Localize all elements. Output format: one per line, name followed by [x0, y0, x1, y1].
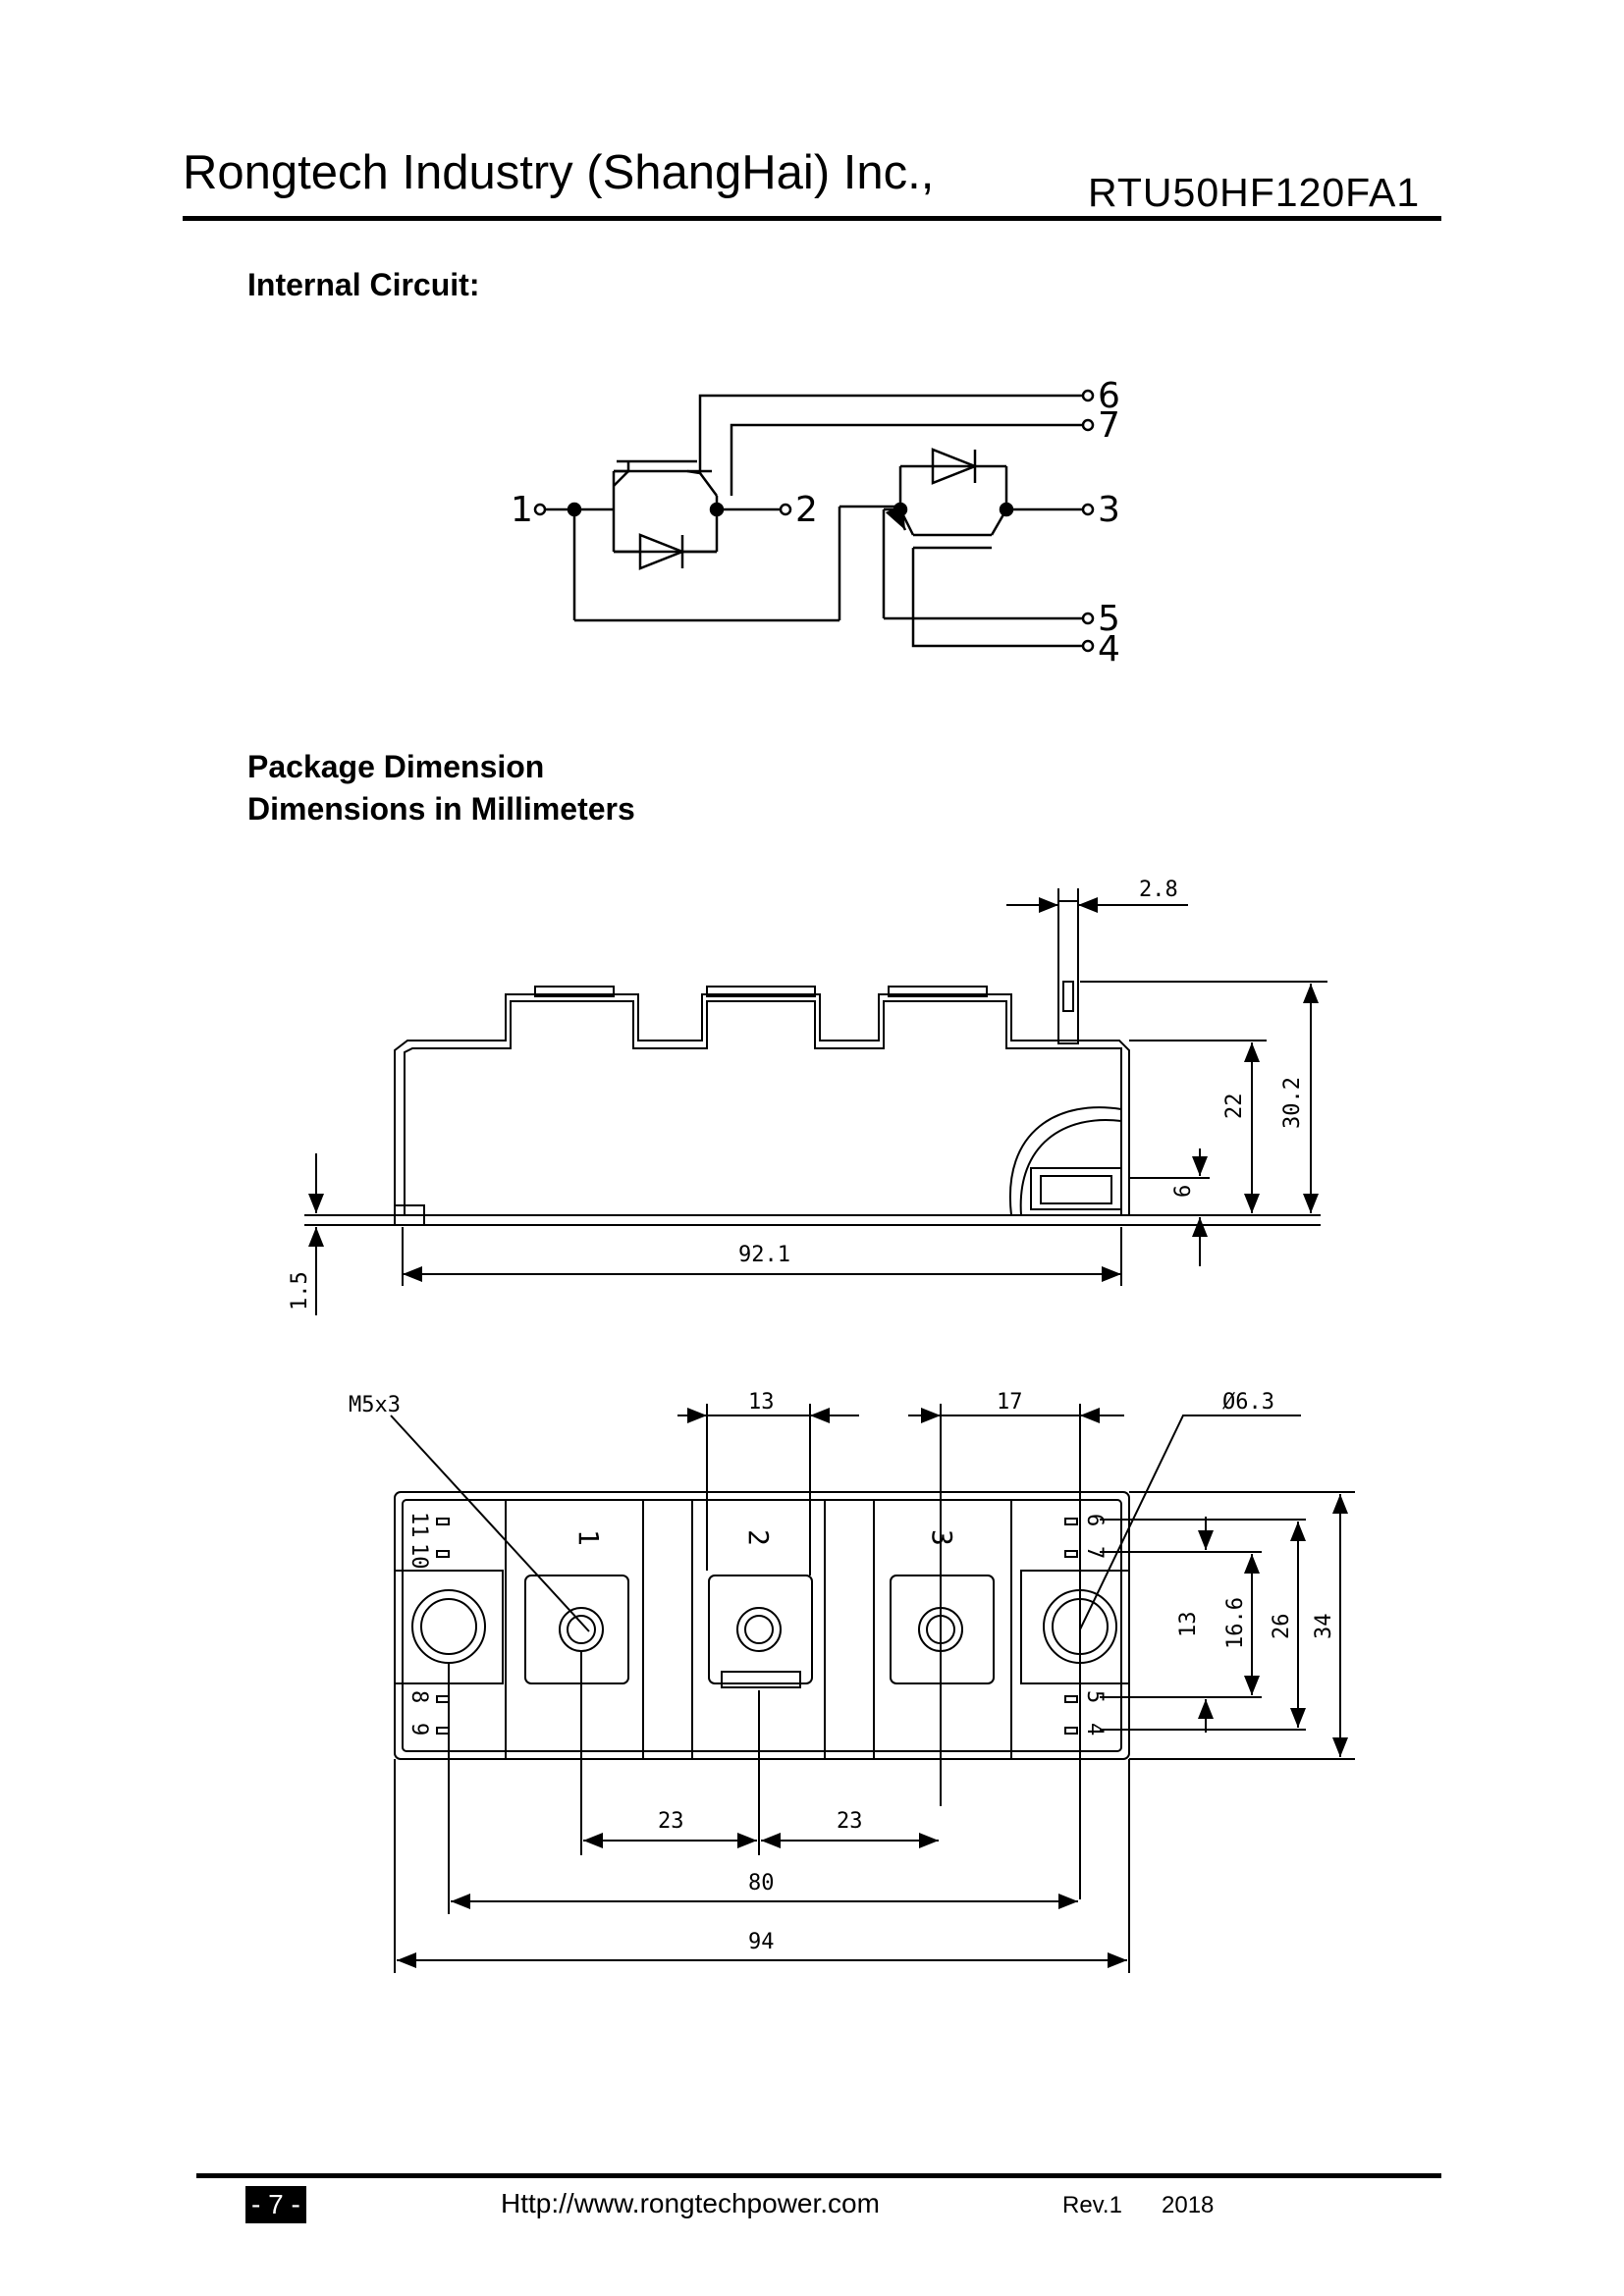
pin-label-4: 4 — [1098, 629, 1120, 669]
pin-label-6: 6 — [1098, 376, 1120, 416]
dim-width-17: 17 — [997, 1390, 1023, 1415]
dim-width-13: 13 — [748, 1390, 775, 1415]
side-view-drawing — [304, 888, 1327, 1315]
dim-height-body: 22 — [1222, 1094, 1247, 1120]
dim-vertical-13: 13 — [1176, 1612, 1201, 1638]
aux-pin-6: 6 — [1082, 1514, 1107, 1526]
pin-label-7: 7 — [1098, 405, 1120, 446]
internal-circuit-heading: Internal Circuit: — [247, 267, 480, 302]
aux-pin-4: 4 — [1082, 1723, 1107, 1735]
pin-label-1: 1 — [511, 490, 533, 530]
terminal-label-3: 3 — [926, 1529, 958, 1546]
dim-side-length: 92.1 — [738, 1243, 790, 1267]
revision-label: Rev.1 — [1062, 2192, 1122, 2218]
company-name: Rongtech Industry (ShangHai) Inc., — [183, 146, 935, 199]
dim-base-thickness: 1.5 — [288, 1271, 312, 1310]
dimensions-unit-heading: Dimensions in Millimeters — [247, 791, 635, 827]
pin-label-2: 2 — [795, 490, 818, 530]
dim-vertical-34: 34 — [1312, 1614, 1336, 1640]
dim-top-length: 94 — [748, 1930, 775, 1954]
part-number: RTU50HF120FA1 — [1088, 170, 1421, 215]
hole-diameter-label: Ø6.3 — [1222, 1390, 1274, 1415]
aux-pin-5: 5 — [1082, 1690, 1107, 1703]
top-view-drawing — [390, 1404, 1355, 1973]
dim-mount-span: 80 — [748, 1871, 775, 1896]
terminal-label-1: 1 — [572, 1529, 605, 1546]
dim-vertical-16-6: 16.6 — [1223, 1597, 1248, 1649]
footer-rule — [196, 2173, 1441, 2178]
dim-pitch-a: 23 — [658, 1809, 684, 1834]
website-link[interactable]: Http://www.rongtechpower.com — [501, 2188, 880, 2218]
dim-vertical-26: 26 — [1270, 1614, 1294, 1640]
pin-label-5: 5 — [1098, 599, 1120, 639]
aux-pin-8: 8 — [406, 1690, 431, 1703]
dim-pin-width: 2.8 — [1139, 878, 1178, 902]
aux-pin-7: 7 — [1082, 1546, 1107, 1559]
terminal-label-2: 2 — [742, 1529, 775, 1546]
aux-pin-10: 10 — [406, 1543, 431, 1570]
revision-year: 2018 — [1162, 2192, 1215, 2218]
dim-height-base: 6 — [1171, 1185, 1196, 1198]
dim-pitch-b: 23 — [837, 1809, 863, 1834]
screw-spec-label: M5x3 — [349, 1393, 401, 1417]
package-dimension-heading: Package Dimension — [247, 749, 545, 784]
aux-pin-11: 11 — [406, 1512, 431, 1538]
header-rule — [183, 216, 1441, 221]
dim-height-total: 30.2 — [1280, 1077, 1305, 1129]
aux-pin-9: 9 — [406, 1723, 431, 1735]
pin-label-3: 3 — [1098, 490, 1120, 530]
page-number: - 7 - — [245, 2186, 306, 2223]
internal-circuit-diagram — [533, 389, 1095, 653]
